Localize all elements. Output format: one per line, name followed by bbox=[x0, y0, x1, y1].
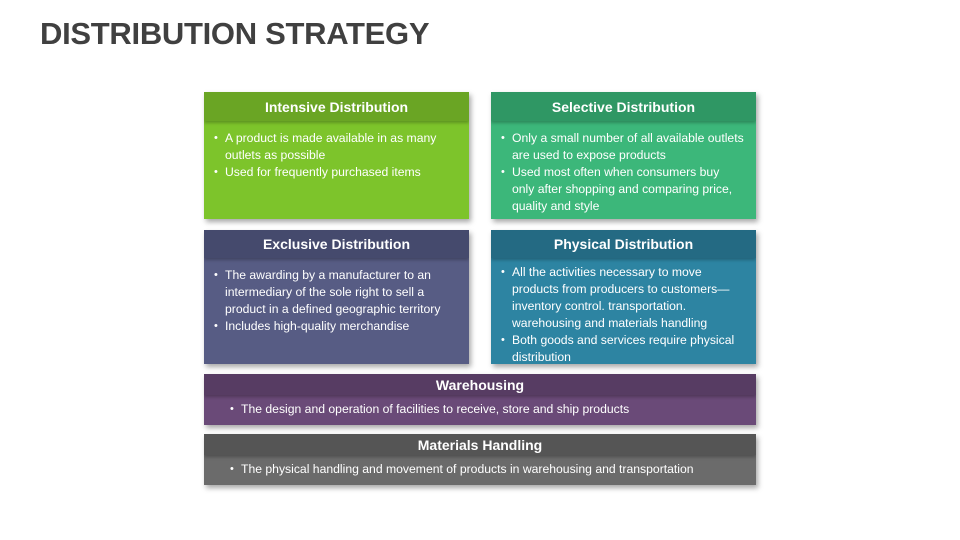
materials-handling-card: Materials Handling The physical handling… bbox=[204, 434, 756, 485]
bullet-item: Both goods and services require physical… bbox=[501, 332, 744, 364]
card-title: Exclusive Distribution bbox=[204, 230, 469, 258]
card-body: The physical handling and movement of pr… bbox=[204, 455, 756, 478]
bullet-item: The design and operation of facilities t… bbox=[230, 401, 756, 418]
card-body: Only a small number of all available out… bbox=[491, 121, 756, 215]
page-title: DISTRIBUTION STRATEGY bbox=[40, 16, 430, 51]
bullet-item: The physical handling and movement of pr… bbox=[230, 461, 756, 478]
bullet-item: The awarding by a manufacturer to an int… bbox=[214, 267, 457, 318]
selective-distribution-card: Selective Distribution Only a small numb… bbox=[491, 92, 756, 219]
bullet-list: All the activities necessary to move pro… bbox=[501, 264, 744, 364]
card-title: Warehousing bbox=[204, 374, 756, 395]
physical-distribution-card: Physical Distribution All the activities… bbox=[491, 230, 756, 364]
warehousing-card: Warehousing The design and operation of … bbox=[204, 374, 756, 425]
bullet-item: Only a small number of all available out… bbox=[501, 130, 744, 164]
bullet-list: Only a small number of all available out… bbox=[501, 130, 744, 215]
bullet-list: The awarding by a manufacturer to an int… bbox=[214, 267, 457, 335]
card-body: The design and operation of facilities t… bbox=[204, 395, 756, 418]
card-body: All the activities necessary to move pro… bbox=[491, 258, 756, 364]
bullet-list: A product is made available in as many o… bbox=[214, 130, 457, 181]
card-title: Materials Handling bbox=[204, 434, 756, 455]
bullet-item: Includes high-quality merchandise bbox=[214, 318, 457, 335]
bullet-item: All the activities necessary to move pro… bbox=[501, 264, 744, 332]
bullet-list: The design and operation of facilities t… bbox=[230, 401, 756, 418]
intensive-distribution-card: Intensive Distribution A product is made… bbox=[204, 92, 469, 219]
bullet-list: The physical handling and movement of pr… bbox=[230, 461, 756, 478]
bullet-item: Used for frequently purchased items bbox=[214, 164, 457, 181]
bullet-item: Used most often when consumers buy only … bbox=[501, 164, 744, 215]
card-title: Physical Distribution bbox=[491, 230, 756, 258]
exclusive-distribution-card: Exclusive Distribution The awarding by a… bbox=[204, 230, 469, 364]
card-title: Intensive Distribution bbox=[204, 92, 469, 121]
card-body: The awarding by a manufacturer to an int… bbox=[204, 258, 469, 335]
card-title: Selective Distribution bbox=[491, 92, 756, 121]
bullet-item: A product is made available in as many o… bbox=[214, 130, 457, 164]
card-body: A product is made available in as many o… bbox=[204, 121, 469, 181]
